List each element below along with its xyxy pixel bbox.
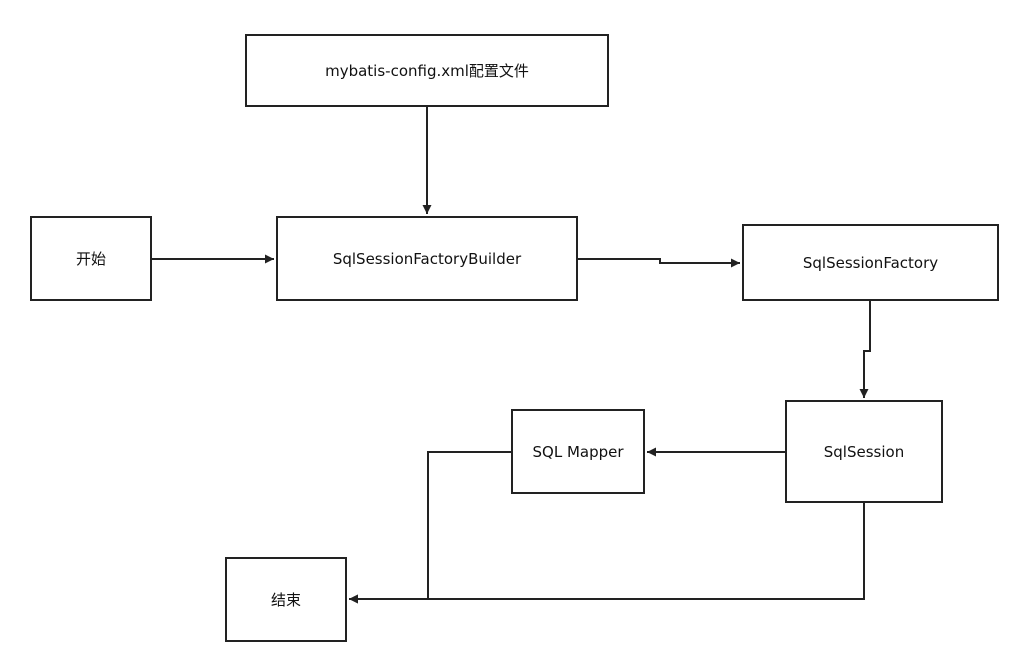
node-config-file: mybatis-config.xml配置文件 [245,34,609,107]
node-start: 开始 [30,216,152,301]
node-end: 结束 [225,557,347,642]
node-end-label: 结束 [270,591,301,609]
edge-session-to-end [349,503,865,604]
node-sqlsessionfactory: SqlSessionFactory [742,224,999,301]
edge-mapper-to-end [349,451,511,604]
node-sqlsession-label: SqlSession [823,442,905,461]
node-sqlsessionfactory-label: SqlSessionFactory [802,253,939,272]
node-sqlsession: SqlSession [785,400,943,503]
edge-builder-to-factory [578,258,740,268]
node-sql-mapper-label: SQL Mapper [532,442,624,461]
node-sqlsessionfactorybuilder-label: SqlSessionFactoryBuilder [332,249,522,268]
node-sqlsessionfactorybuilder: SqlSessionFactoryBuilder [276,216,578,301]
node-sql-mapper: SQL Mapper [511,409,645,494]
node-start-label: 开始 [75,250,106,268]
node-config-file-label: mybatis-config.xml配置文件 [325,62,529,80]
edge-factory-to-session [859,301,871,398]
